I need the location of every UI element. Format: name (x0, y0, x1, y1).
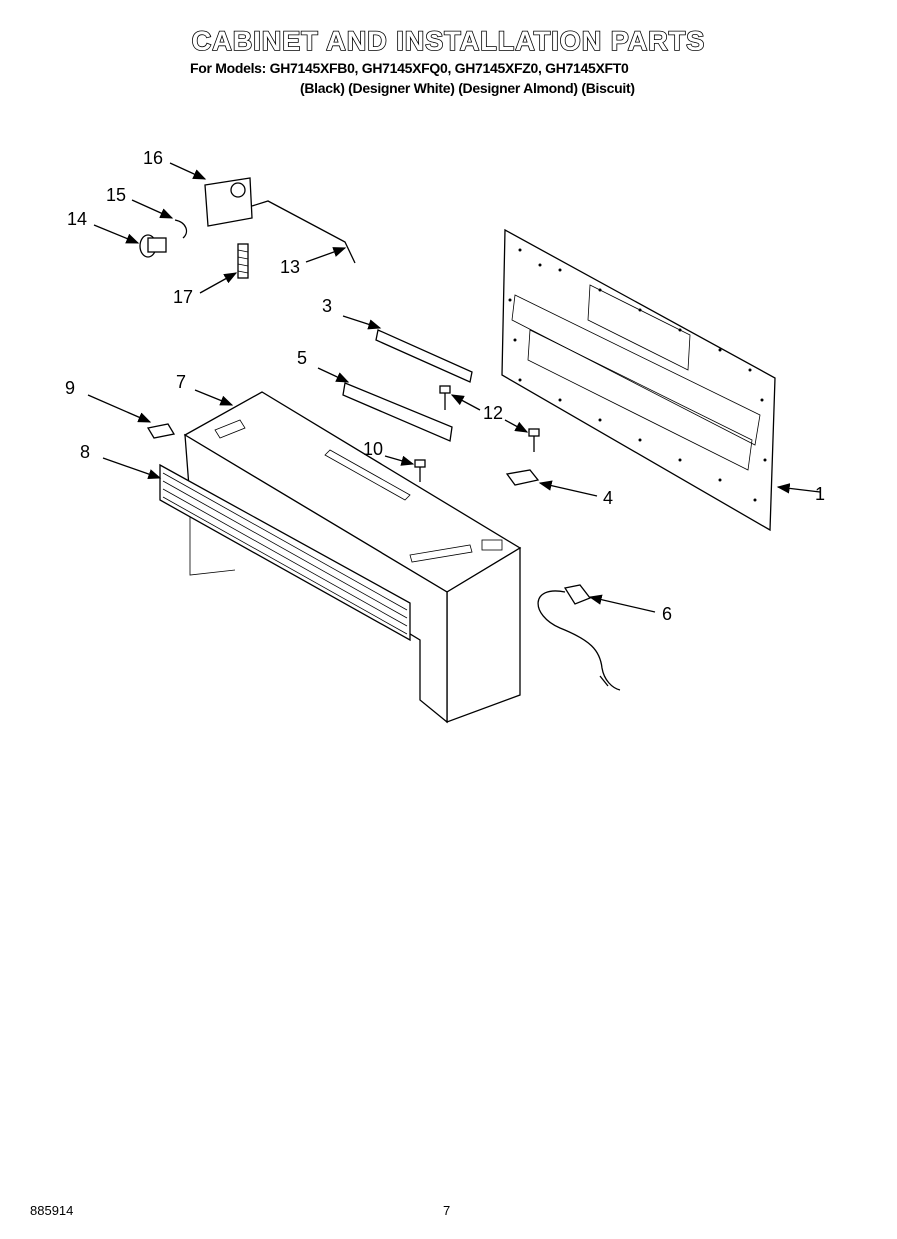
callout-3: 3 (322, 296, 332, 316)
knob-part (139, 234, 167, 258)
power-cord-part (537, 584, 621, 691)
leader-line-3 (342, 315, 382, 330)
callout-14: 14 (67, 209, 87, 229)
colors-line: (Black) (Designer White) (Designer Almon… (300, 80, 635, 96)
callout-10: 10 (363, 439, 383, 459)
callout-8: 8 (80, 442, 90, 462)
leader-line-1 (776, 483, 821, 494)
leader-line-17 (199, 272, 238, 294)
leader-line-12-b (504, 419, 529, 433)
callout-17: 17 (173, 287, 193, 307)
vent-grille-part (159, 463, 411, 642)
screw-part-10 (414, 459, 426, 482)
rail-part (375, 329, 473, 383)
leader-line-14 (93, 224, 140, 244)
leader-line-10 (384, 455, 415, 466)
clip-part (505, 469, 540, 486)
callout-7: 7 (176, 372, 186, 392)
leader-line-5 (317, 367, 350, 383)
clip-part-15 (174, 219, 188, 239)
models-line: For Models: GH7145XFB0, GH7145XFQ0, GH71… (190, 60, 629, 76)
page-number: 7 (443, 1203, 451, 1218)
callout-labels: 1 3 4 5 6 7 8 9 10 12 13 14 15 16 17 (65, 148, 825, 624)
rod-part (251, 200, 356, 264)
leader-line-13 (305, 247, 347, 263)
callout-5: 5 (297, 348, 307, 368)
leader-line-8 (102, 457, 162, 480)
leader-line-16 (169, 162, 207, 180)
page-title: CABINET AND INSTALLATION PARTS (191, 25, 706, 57)
leader-line-7 (194, 389, 234, 406)
callout-13: 13 (280, 257, 300, 277)
leader-line-9 (87, 394, 152, 423)
callout-9: 9 (65, 378, 75, 398)
leader-lines (87, 162, 821, 613)
leader-line-15 (131, 199, 174, 219)
callout-15: 15 (106, 185, 126, 205)
callout-4: 4 (603, 488, 613, 508)
cabinet-part (183, 391, 522, 724)
callout-1: 1 (815, 484, 825, 504)
clip-part-9 (146, 423, 176, 439)
document-number: 885914 (30, 1203, 74, 1218)
leader-line-4 (538, 480, 598, 497)
screw-part (439, 385, 540, 452)
callout-6: 6 (662, 604, 672, 624)
leader-line-12-a (450, 394, 481, 411)
callout-16: 16 (143, 148, 163, 168)
mounting-plate-part (501, 228, 776, 532)
bracket-part (342, 382, 453, 442)
spring-part (237, 243, 249, 279)
hinge-bracket-part (204, 177, 253, 227)
leader-line-6 (588, 594, 656, 613)
callout-12: 12 (483, 403, 503, 423)
mounting-plate-holes (508, 248, 767, 502)
